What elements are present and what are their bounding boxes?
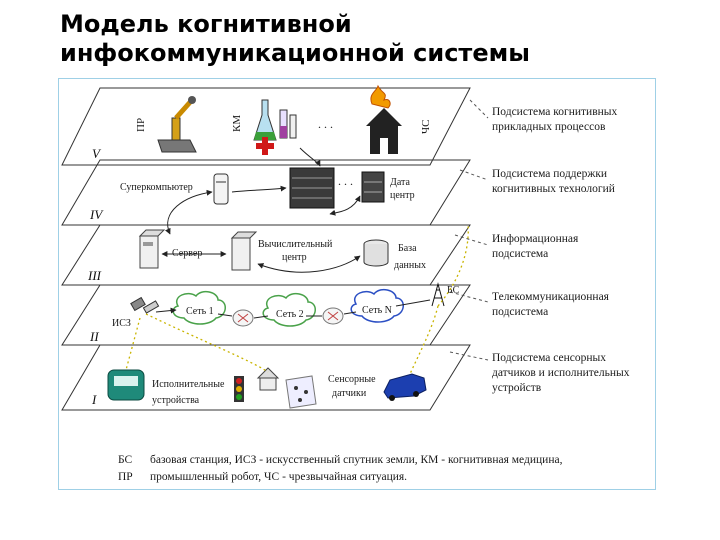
label-datacenter-1: Дата [390,177,410,188]
label-datacenter-2: центр [390,190,415,201]
label-sensors-1: Сенсорные [328,374,376,385]
layer-plane-5 [61,87,471,166]
layer-numeral-3: III [87,268,102,283]
label-dots-top: . . . [318,117,333,131]
burning-house-icon [366,84,402,154]
subsystem-5-line-1: Подсистема когнитивных [492,106,618,118]
layer-pointers [449,99,489,361]
diagram-panel [58,78,656,490]
subsystem-5-line-2: прикладных процессов [492,121,606,133]
label-km: КМ [231,115,243,132]
server-icon [138,229,166,269]
layer-numeral-1: I [91,392,97,407]
label-database-1: База [398,243,417,254]
label-chs: ЧС [420,120,432,135]
label-actuators-1: Исполнительные [152,379,225,390]
layer-numeral-4: IV [89,207,104,222]
wireless-links [125,223,469,375]
legend: БС базовая станция, ИСЗ - искусственный … [118,454,563,483]
layer-numeral-5: V [92,146,102,161]
label-sensors-2: датчики [332,388,367,399]
datacenter-icon [361,171,385,203]
subsystem-1-line-1: Подсистема сенсорных [492,352,606,364]
label-bs: БС [447,285,460,296]
red-cross-icon [256,137,274,155]
subsystem-4-line-2: когнитивных технологий [492,183,615,195]
legend-text-2: промышленный робот, ЧС - чрезвычайная си… [150,471,407,483]
car-icon [383,373,427,401]
label-compcenter-2: центр [282,252,307,263]
traffic-light-icon [234,376,244,402]
compcenter-icon [230,231,258,271]
sensor-nodes-icon [285,375,317,409]
subsystem-1-line-3: устройств [492,382,542,394]
legend-abbr-2: ПР [118,471,133,483]
slide-title: Модель когнитивной инфокоммуникационной … [60,10,530,68]
label-isz: ИСЗ [112,318,131,329]
label-supercomputer: Суперкомпьютер [120,182,193,193]
legend-text-1: базовая станция, ИСЗ - искусственный спу… [150,454,563,466]
subsystem-2-line-1: Телекоммуникационная [492,291,610,303]
label-net-1: Сеть 1 [186,306,214,317]
connection-arrows [155,147,431,319]
industrial-robot-icon [157,96,197,153]
supercomputer-icon [213,173,229,205]
layer-plane-1 [61,344,471,411]
network-2-cloud [262,292,316,327]
server-rack-icon [289,167,335,209]
label-dots-mid: . . . [338,174,353,188]
subsystem-3-line-2: подсистема [492,248,548,260]
title-line-1: Модель когнитивной [60,10,352,38]
layer-planes [61,87,471,411]
legend-abbr-1: БС [118,454,133,466]
subsystem-1-line-2: датчиков и исполнительных [492,367,630,379]
network-n-cloud [350,288,404,323]
train-icon [107,369,145,401]
router-1-icon [232,309,254,327]
label-actuators-2: устройства [152,395,200,406]
title-line-2: инфокоммуникационной системы [60,39,530,67]
sensor-house-icon [256,367,280,391]
label-net-2: Сеть 2 [276,309,304,320]
satellite-icon [130,296,160,314]
subsystem-4-line-1: Подсистема поддержки [492,168,607,180]
network-1-cloud [172,290,226,325]
label-database-2: данных [394,260,426,271]
subsystem-3-line-1: Информационная [492,233,579,245]
label-pr: ПР [135,118,147,132]
base-station-tower-icon [431,282,445,307]
subsystem-2-line-2: подсистема [492,306,548,318]
medicine-flasks-icon [253,99,297,141]
label-net-n: Сеть N [362,305,392,316]
database-icon [363,239,389,267]
label-compcenter-1: Вычислительный [258,239,333,250]
layer-plane-3 [61,224,471,286]
layer-numeral-2: II [89,329,99,344]
router-2-icon [322,307,344,325]
subsystem-labels: Подсистема когнитивных прикладных процес… [492,106,630,394]
